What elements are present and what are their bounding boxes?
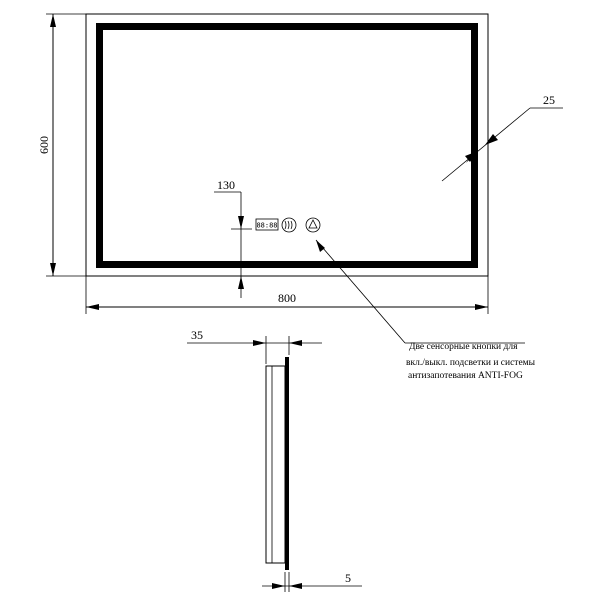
- frame-width-label: 25: [543, 93, 555, 107]
- side-view: 35 5: [187, 328, 362, 592]
- buttons-leader: [315, 239, 525, 344]
- glass-dimension: 5: [262, 571, 362, 592]
- height-dimension: 600: [37, 13, 86, 277]
- defog-button-icon: [281, 217, 297, 233]
- frame-width-dimension: 25: [441, 93, 563, 182]
- note-line-1: Две сенсорные кнопки для: [409, 342, 518, 352]
- side-housing: [265, 365, 286, 564]
- light-button-icon: [305, 217, 321, 233]
- front-view: 88:88 600 800: [37, 13, 563, 344]
- button-offset-label: 130: [217, 178, 235, 192]
- width-label: 800: [278, 291, 296, 305]
- button-offset-dimension: 130: [214, 178, 252, 298]
- touch-buttons: 88:88: [255, 217, 321, 233]
- led-strip: [96, 23, 478, 268]
- glass-label: 5: [345, 571, 351, 585]
- height-label: 600: [37, 136, 51, 154]
- mirror-outline: [85, 13, 489, 277]
- depth-label: 35: [191, 328, 203, 342]
- depth-dimension: 35: [187, 328, 322, 364]
- side-glass: [285, 357, 289, 570]
- width-dimension: 800: [85, 276, 489, 314]
- clock-display-text: 88:88: [256, 222, 277, 230]
- note-line-3: антизапотевания ANTI-FOG: [408, 371, 523, 381]
- note-line-2: вкл./выкл. подсветки и системы: [406, 358, 536, 368]
- clock-display: [255, 218, 279, 231]
